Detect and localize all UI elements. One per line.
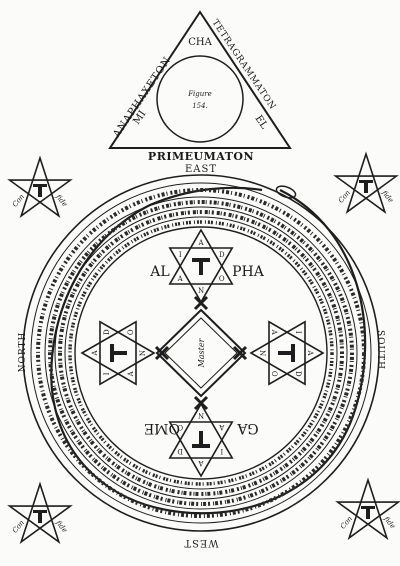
hexagram-letter: D <box>177 447 183 455</box>
cross-pattee-icon <box>232 345 248 361</box>
central-diamond: Master <box>155 308 247 398</box>
outer-rings <box>22 174 380 532</box>
hexagram-letter: O <box>177 423 183 431</box>
hexagram-triangle-down <box>168 402 234 459</box>
alpha-right: PHA <box>232 264 265 280</box>
pentagram-star <box>7 155 73 218</box>
direction-west: WEST <box>183 537 218 548</box>
omega-left: OME <box>144 420 180 436</box>
hexagram-letter: I <box>220 447 223 455</box>
hexagram-letter: N <box>139 350 147 356</box>
ring-3 <box>44 196 358 510</box>
script-bands <box>36 188 366 518</box>
ring-5 <box>64 216 338 490</box>
ring-1 <box>22 174 380 532</box>
hexagram-triangle-up <box>268 320 325 386</box>
tau-cross-icon <box>110 344 127 362</box>
tau-cross-icon <box>33 510 47 523</box>
hexagram-group: A D O N A I A D O N A I A D O N A I A D O N A I <box>80 228 325 478</box>
hexagram-letter: O <box>219 275 225 283</box>
hexagram-left: A D O N A I <box>80 320 156 386</box>
hexagram-triangle-down <box>168 247 234 304</box>
figure-caption: Figure <box>187 90 212 98</box>
hexagram-triangle-down <box>249 320 306 386</box>
ring-6 <box>74 226 328 480</box>
tau-cross-icon <box>192 431 210 448</box>
hexagram-letter: N <box>198 287 204 295</box>
pentagram-star <box>333 151 399 214</box>
hexagram-triangle-up <box>168 228 234 285</box>
script-band-2 <box>48 200 354 506</box>
triangle-base-word: PRIMEUMATON <box>148 150 254 163</box>
triangle-top-word: CHA <box>188 37 212 48</box>
hexagram-letter: N <box>258 350 266 356</box>
hexagram-letter: A <box>218 423 225 431</box>
tau-cross-icon <box>278 344 295 362</box>
hexagram-letter: A <box>127 370 135 377</box>
hexagram-letter: O <box>270 371 278 377</box>
direction-south: SOUTH <box>375 330 385 370</box>
ring-4 <box>54 206 348 500</box>
alpha-left: AL <box>149 264 169 280</box>
hexagram-letter: A <box>270 329 278 336</box>
tau-cross-icon <box>192 258 210 275</box>
hexagram-letter: N <box>198 411 204 419</box>
ring-2 <box>30 182 372 524</box>
hexagram-bottom: A D O N A I <box>168 402 234 478</box>
script-band-1 <box>36 188 366 518</box>
hexagram-letter: D <box>219 251 225 259</box>
hexagram-letter: I <box>179 251 182 259</box>
diamond-outer <box>155 308 247 398</box>
pentagram-star <box>335 477 400 540</box>
master-label: Master <box>197 337 206 368</box>
hexagram-letter: A <box>91 350 99 357</box>
hexagram-triangle-up <box>168 421 234 478</box>
inner-circle <box>156 55 244 143</box>
hexagram-triangle-down <box>99 320 156 386</box>
script-band-3 <box>58 210 344 496</box>
serpent-head <box>275 185 297 199</box>
hexagram-right: A D O N A I <box>249 320 325 386</box>
hexagram-letter: I <box>294 331 302 334</box>
tau-cross-icon <box>361 506 375 519</box>
figure-number: 154. <box>192 102 208 110</box>
hexagram-letter: D <box>294 371 302 377</box>
script-band-4 <box>68 220 334 486</box>
triangle-outline <box>108 10 292 149</box>
cross-pattee-icon <box>154 345 170 361</box>
hexagram-letter: I <box>103 372 111 375</box>
pentagram-star <box>7 481 73 544</box>
direction-east: EAST <box>185 164 217 175</box>
hexagram-letter: A <box>306 349 314 356</box>
serpent-body-upper <box>50 186 263 391</box>
diamond-inner <box>164 317 238 389</box>
tau-cross-icon <box>359 180 373 193</box>
hexagram-letter: O <box>127 329 135 335</box>
hexagram-letter: A <box>198 459 205 467</box>
triangle-right-inner: EL <box>253 114 270 132</box>
triangle-emblem: CHA Figure 154. MI EL ANAPHAXETON TETRAG… <box>108 10 292 163</box>
hexagram-letter: D <box>103 329 111 335</box>
cross-pattee-icon <box>193 295 209 311</box>
hexagram-triangle-up <box>80 320 137 386</box>
hexagram-letter: A <box>177 275 184 283</box>
hexagram-letter: A <box>197 239 204 247</box>
hexagram-top: A D O N A I <box>168 228 234 304</box>
triangle-left-side: ANAPHAXETON <box>111 55 174 141</box>
tau-cross-icon <box>33 184 47 197</box>
omega-right: GA <box>236 420 258 436</box>
cross-pattee-icon <box>193 395 209 411</box>
serpent-body <box>50 189 367 515</box>
